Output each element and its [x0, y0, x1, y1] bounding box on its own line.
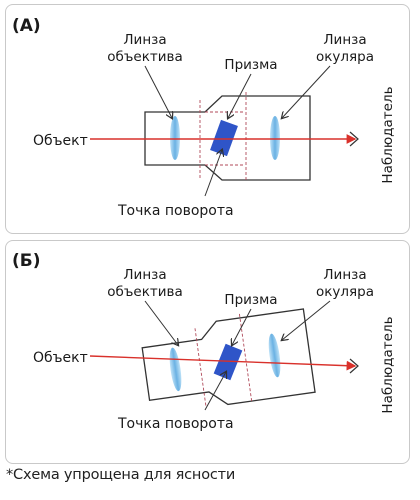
eyepiece-lens-label-line2: окуляра — [316, 49, 374, 65]
prism-label: Призма — [224, 57, 277, 73]
objective-lens-label-line2: объектива — [107, 49, 182, 65]
objective-leader — [144, 300, 178, 345]
prism-leader — [228, 73, 252, 118]
prism — [210, 119, 238, 157]
panel-b: (Б) Линза объектива Призма Линза окуляра… — [12, 251, 396, 432]
objective-lens-label-line2: объектива — [107, 284, 182, 300]
eyepiece-leader — [282, 65, 331, 118]
pivot-label: Точка поворота — [117, 203, 234, 219]
eyepiece-lens — [268, 333, 281, 378]
observer-eye-icon — [349, 358, 359, 374]
light-ray — [89, 355, 357, 371]
pivot-leader — [204, 150, 222, 197]
eyepiece-leader — [282, 300, 331, 340]
observer-label: Наблюдатель — [380, 316, 396, 413]
pivot-label: Точка поворота — [117, 416, 234, 432]
observer-eye-icon — [349, 131, 359, 147]
pivot-leader — [204, 372, 226, 411]
prism-leader — [232, 308, 252, 345]
eyepiece-lens-label-line1: Линза — [323, 267, 366, 283]
prism-label: Призма — [224, 292, 277, 308]
panel-a-label: (А) — [12, 16, 41, 36]
panel-a: (А) Линза объектива Призма Линза окуляра… — [12, 16, 396, 219]
observer-label: Наблюдатель — [380, 86, 396, 183]
object-label: Объект — [33, 133, 88, 149]
eyepiece-lens-label-line2: окуляра — [316, 284, 374, 300]
eyepiece-lens — [270, 116, 280, 160]
objective-lens-label-line1: Линза — [123, 267, 166, 283]
objective-lens — [170, 116, 180, 160]
objective-lens-label-line1: Линза — [123, 32, 166, 48]
alignment-grid — [199, 92, 247, 182]
object-label: Объект — [33, 350, 88, 366]
footnote: *Схема упрощена для ясности — [6, 467, 236, 483]
panel-b-label: (Б) — [12, 251, 41, 271]
eyepiece-lens-label-line1: Линза — [323, 32, 366, 48]
objective-leader — [144, 65, 172, 118]
